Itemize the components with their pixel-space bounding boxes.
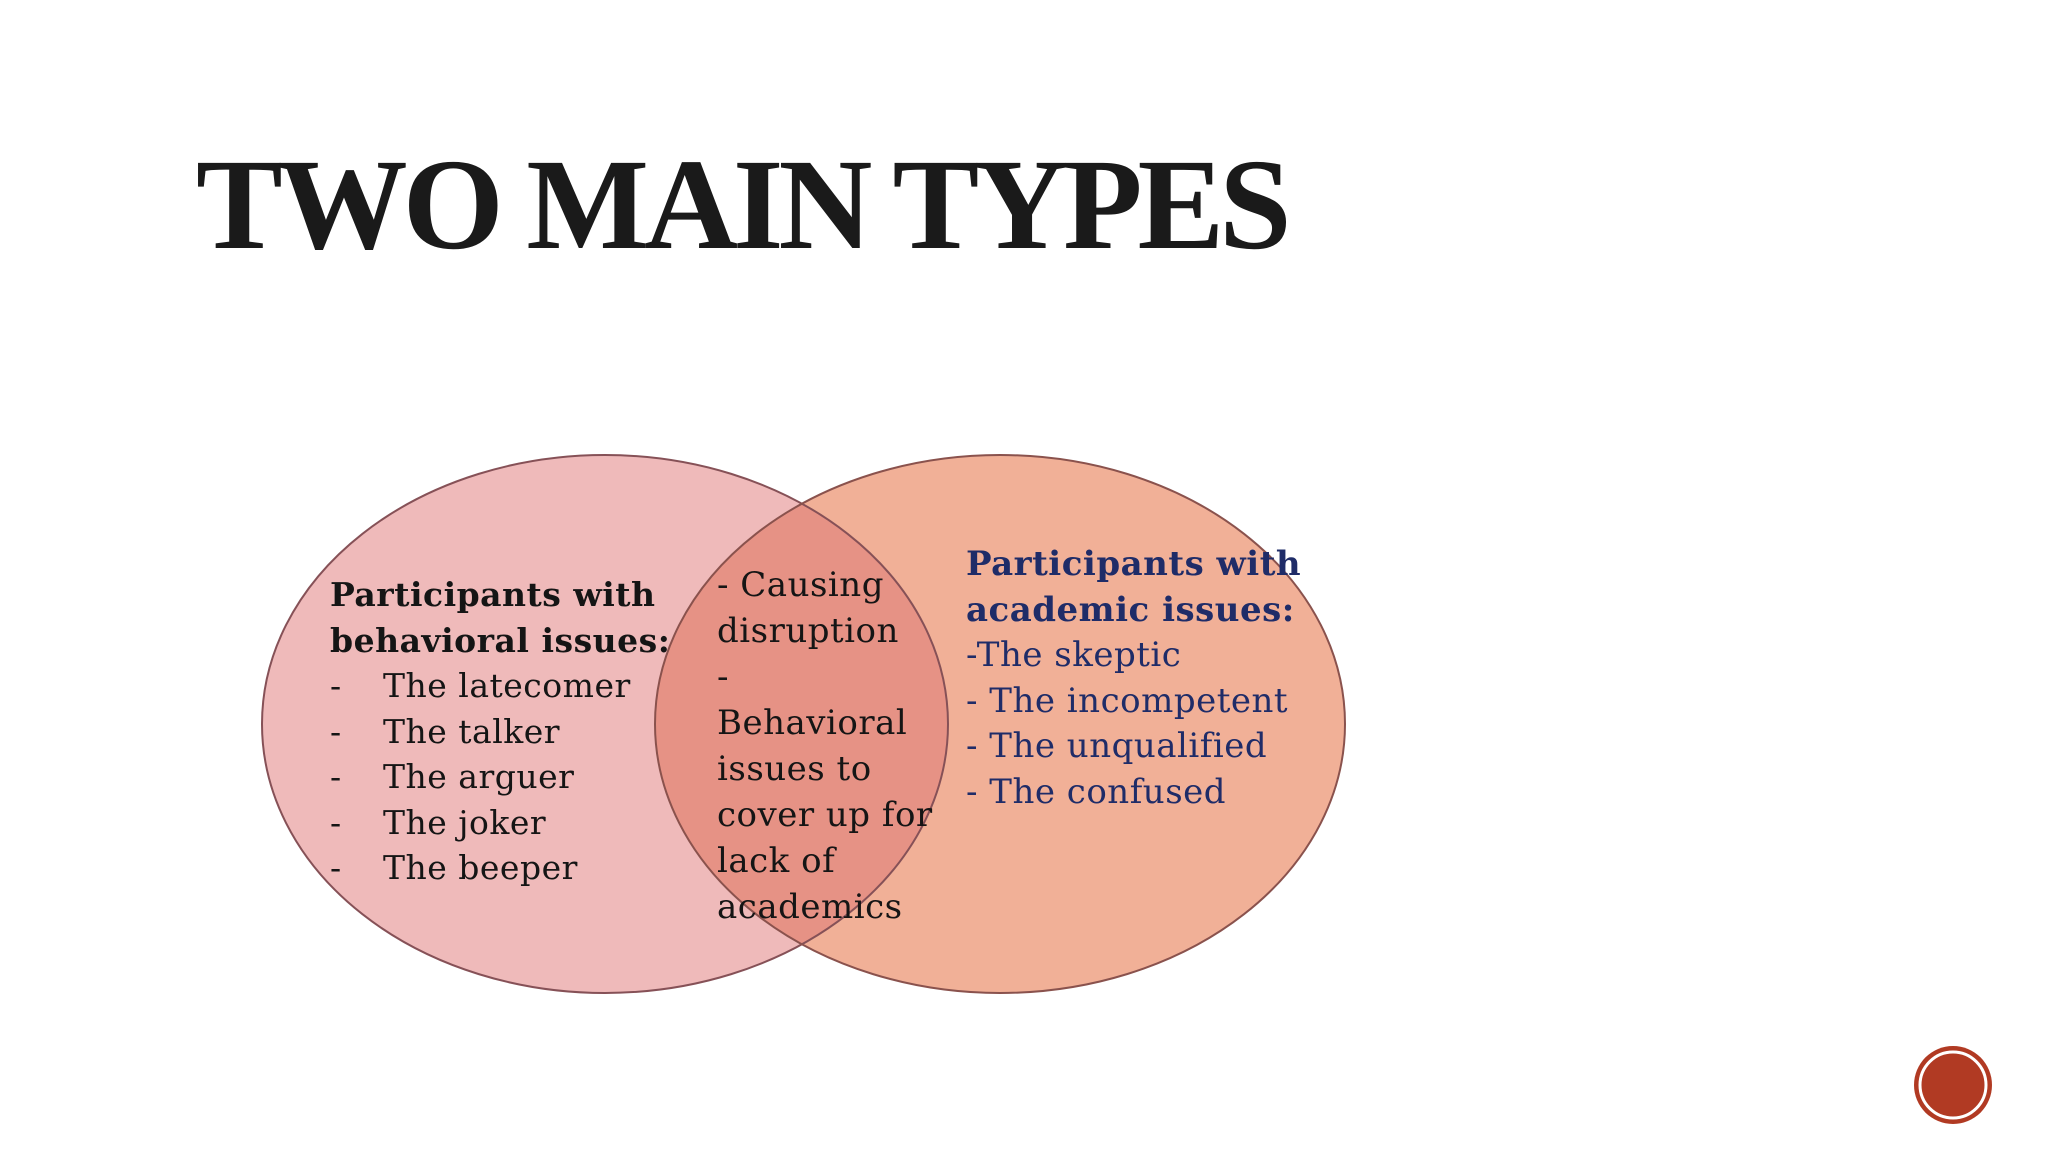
- right-list-item: - The confused: [966, 771, 1227, 812]
- overlap-line: -: [717, 657, 729, 697]
- list-item: - The beeper: [330, 845, 690, 891]
- list-item: - The talker: [330, 709, 690, 755]
- list-item-label: The arguer: [383, 757, 575, 796]
- left-heading-line: Participants with: [330, 575, 656, 614]
- stamp-outer-circle: [1914, 1046, 1992, 1124]
- overlap-text: - Causing disruption - Behavioral issues…: [717, 562, 1017, 930]
- overlap-line: academics: [717, 887, 903, 927]
- overlap-line: Behavioral: [717, 703, 908, 743]
- overlap-line: lack of: [717, 841, 836, 881]
- stamp-inner-ring: [1918, 1050, 1988, 1120]
- list-item: - The latecomer: [330, 663, 690, 709]
- venn-right-ellipse-outline: [654, 454, 1346, 994]
- overlap-line: issues to: [717, 749, 872, 789]
- stamp-circle-icon: [1914, 1046, 1992, 1124]
- venn-overlap-region: [655, 455, 948, 993]
- bullet-dash: -: [330, 757, 342, 796]
- bullet-dash: -: [330, 802, 342, 842]
- right-list-item: -The skeptic: [966, 635, 1182, 676]
- list-item-label: The beeper: [383, 848, 578, 887]
- list-item-label: The joker: [383, 802, 547, 842]
- list-item: - The joker: [330, 800, 690, 846]
- right-heading-line: academic issues:: [966, 589, 1295, 630]
- overlap-line: cover up for: [717, 795, 933, 835]
- overlap-line: - Causing: [717, 565, 884, 605]
- right-list-item: - The unqualified: [966, 726, 1268, 767]
- bullet-dash: -: [330, 711, 342, 751]
- list-item-label: The latecomer: [383, 666, 631, 705]
- right-list-item: - The incompetent: [966, 680, 1289, 721]
- bullet-dash: -: [330, 848, 342, 887]
- left-circle-text: Participants with behavioral issues: - T…: [330, 572, 690, 891]
- left-heading-line: behavioral issues:: [330, 620, 671, 660]
- bullet-dash: -: [330, 666, 342, 705]
- right-circle-text: Participants with academic issues: -The …: [966, 542, 1326, 816]
- right-heading-line: Participants with: [966, 544, 1302, 584]
- venn-left-ellipse-outline: [261, 454, 949, 994]
- slide-title: TWO MAIN TYPES: [196, 133, 1292, 277]
- list-item-label: The talker: [383, 711, 561, 751]
- list-item: - The arguer: [330, 754, 690, 800]
- overlap-line: disruption: [717, 611, 899, 651]
